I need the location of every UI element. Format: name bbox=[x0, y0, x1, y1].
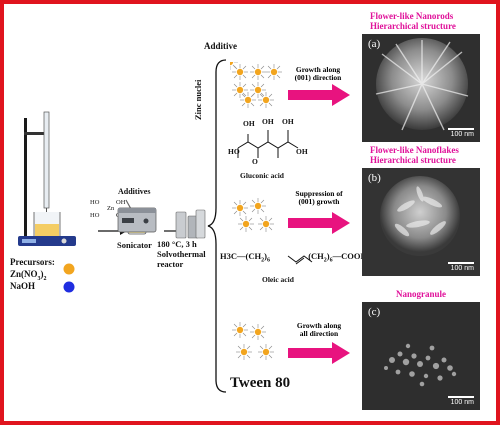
reactor-label: reactor bbox=[157, 259, 184, 269]
sem-c-scale-text: 100 nm bbox=[450, 399, 474, 406]
zinc-nuclei-label: Zinc nuclei bbox=[193, 79, 203, 120]
sem-b-panel-label: (b) bbox=[368, 172, 381, 184]
zinc-hydroxide-oh1: OH bbox=[116, 199, 126, 206]
precursors-label: Precursors: bbox=[10, 257, 55, 267]
sonicator-device bbox=[117, 207, 157, 233]
sem-a-panel-label: (a) bbox=[368, 38, 381, 50]
arrow-1-text: Growth along (001) direction bbox=[294, 65, 342, 83]
zinc-hydroxide-ho2: HO bbox=[90, 212, 100, 219]
sem-b-scale-bar bbox=[448, 262, 474, 264]
sem-c-panel-label: (c) bbox=[368, 306, 381, 318]
zinc-hydroxide-zn: Zn bbox=[107, 205, 115, 212]
zinc-nitrate-dot bbox=[63, 263, 75, 275]
solvothermal-reactor bbox=[175, 209, 206, 239]
naoh-label: NaOH bbox=[10, 281, 36, 291]
branch-brace bbox=[207, 59, 227, 393]
gluconic-oh-1: OH bbox=[243, 119, 255, 128]
result-b-title-line2: Hierarchical structure bbox=[370, 155, 456, 165]
oleic-cis-double-bond bbox=[287, 255, 313, 265]
gluconic-oh-2: OH bbox=[262, 117, 274, 126]
nuclei-cluster-3 bbox=[231, 321, 275, 361]
result-c-title: Nanogranule bbox=[396, 289, 447, 299]
nuclei-cluster-2 bbox=[231, 198, 275, 233]
precursor-legend-dots bbox=[63, 263, 75, 293]
tween-80-label: Tween 80 bbox=[230, 375, 291, 391]
gluconic-acid-label: Gluconic acid bbox=[240, 171, 284, 180]
sonicator-label: Sonicator bbox=[117, 240, 152, 250]
result-b-title-line1: Flower-like Nanoflakes bbox=[370, 145, 459, 155]
sem-image-b: (b) 100 nm bbox=[362, 168, 480, 276]
sem-c-scale-bar bbox=[448, 396, 474, 398]
growth-arrow-2 bbox=[288, 212, 350, 234]
arrow-3-text: Growth along all direction bbox=[296, 321, 342, 339]
reactor-temperature-time: 180 °C, 3 h bbox=[157, 239, 197, 249]
additives-small-label: Additives bbox=[118, 187, 151, 196]
result-a-title-line1: Flower-like Nanorods bbox=[370, 11, 454, 21]
gluconic-acid-structure bbox=[237, 130, 299, 158]
sem-image-a: (a) 100 nm bbox=[362, 34, 480, 142]
growth-arrow-3 bbox=[288, 342, 350, 364]
nuclei-cluster-1 bbox=[230, 62, 282, 108]
gluconic-ho: HO bbox=[228, 147, 240, 156]
result-a-title-line2: Hierarchical structure bbox=[370, 21, 456, 31]
naoh-dot bbox=[63, 281, 75, 293]
additive-header: Additive bbox=[204, 41, 238, 51]
gluconic-o: O bbox=[252, 157, 258, 166]
oleic-acid-formula: H3C—(CH2)6 (CH2)6—COOH bbox=[220, 251, 368, 264]
arrow-2-text: Suppression of (001) growth bbox=[295, 189, 343, 207]
zinc-hydroxide-ho1: HO bbox=[90, 199, 100, 206]
sem-image-c: (c) 100 nm bbox=[362, 302, 480, 410]
zinc-nitrate-label: Zn(NO3)2 bbox=[10, 269, 47, 282]
sem-b-scale-text: 100 nm bbox=[450, 265, 474, 272]
gluconic-oh-3: OH bbox=[282, 117, 294, 126]
gluconic-oh-4: OH bbox=[296, 147, 308, 156]
burette-stirrer-apparatus bbox=[18, 111, 76, 246]
growth-arrow-1 bbox=[288, 84, 350, 106]
oleic-acid-label: Oleic acid bbox=[262, 275, 294, 284]
reactor-type: Solvothermal bbox=[157, 249, 206, 259]
sem-a-scale-text: 100 nm bbox=[450, 131, 474, 138]
sem-a-scale-bar bbox=[448, 128, 474, 130]
